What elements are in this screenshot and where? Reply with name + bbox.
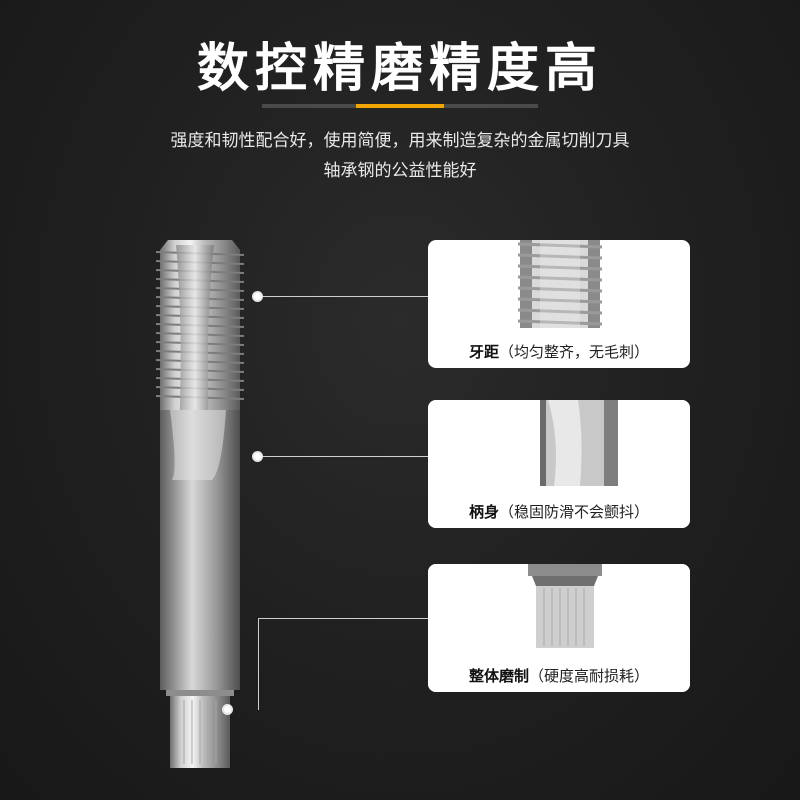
shank-detail-icon <box>428 400 690 528</box>
thread-ridge <box>517 275 603 282</box>
subtitle-line-1: 强度和韧性配合好，使用简便，用来制造复杂的金属切削刀具 <box>170 131 630 151</box>
thread-ridge <box>517 264 603 271</box>
thread-ridge <box>155 251 245 256</box>
thread-ridge <box>517 319 603 326</box>
thread-ridges <box>155 251 245 400</box>
thread-ridge <box>155 323 245 328</box>
callout-card-integral-grinding: 整体磨制（硬度高耐损耗） <box>428 564 690 692</box>
thread-ridge <box>155 395 245 400</box>
thread-ridge <box>155 359 245 364</box>
thread-ridge <box>517 242 603 249</box>
connector-line-3 <box>258 618 428 619</box>
thread-ridge <box>155 341 245 346</box>
thread-ridge <box>517 308 603 315</box>
connector-line-2 <box>262 456 428 457</box>
thread-ridge <box>517 253 603 260</box>
thread-ridge <box>155 350 245 355</box>
callout-detail: （稳固防滑不会颤抖） <box>499 503 650 521</box>
callout-label: 柄身 <box>468 503 499 521</box>
thread-ridge <box>155 269 245 274</box>
thread-ridge <box>155 296 245 301</box>
thread-ridge <box>155 314 245 319</box>
title-divider <box>262 104 538 108</box>
callout-label: 牙距 <box>468 343 499 361</box>
callout-detail: （硬度高耐损耗） <box>529 667 650 685</box>
callout-card-shank: 柄身（稳固防滑不会颤抖） <box>428 400 690 528</box>
callout-card-thread-pitch: 牙距（均匀整齐，无毛刺） <box>428 240 690 368</box>
callout-dot-1 <box>252 291 263 302</box>
connector-line-1 <box>262 296 428 297</box>
thread-ridge <box>155 305 245 310</box>
callout-dot-2 <box>252 451 263 462</box>
page-title: 数控精磨精度高 <box>196 39 603 99</box>
callout-detail: （均匀整齐，无毛刺） <box>499 343 650 361</box>
thread-ridge <box>155 260 245 265</box>
thread-ridge <box>155 278 245 283</box>
connector-line-3-vertical <box>258 618 259 710</box>
thread-ridge <box>155 368 245 373</box>
callout-label: 整体磨制 <box>468 667 529 685</box>
thread-ridge <box>155 386 245 391</box>
subtitle-line-2: 轴承钢的公益性能好 <box>323 161 477 181</box>
thread-ridge <box>517 286 603 293</box>
thread-detail-icon <box>517 240 603 328</box>
thread-ridge <box>155 287 245 292</box>
thread-ridge <box>517 297 603 304</box>
thread-ridge <box>155 332 245 337</box>
callout-dot-3 <box>222 704 233 715</box>
square-end-detail-icon <box>428 564 690 692</box>
subtitle: 强度和韧性配合好，使用简便，用来制造复杂的金属切削刀具 轴承钢的公益性能好 <box>0 126 800 186</box>
thread-ridge <box>155 377 245 382</box>
accent-bar <box>356 104 444 108</box>
